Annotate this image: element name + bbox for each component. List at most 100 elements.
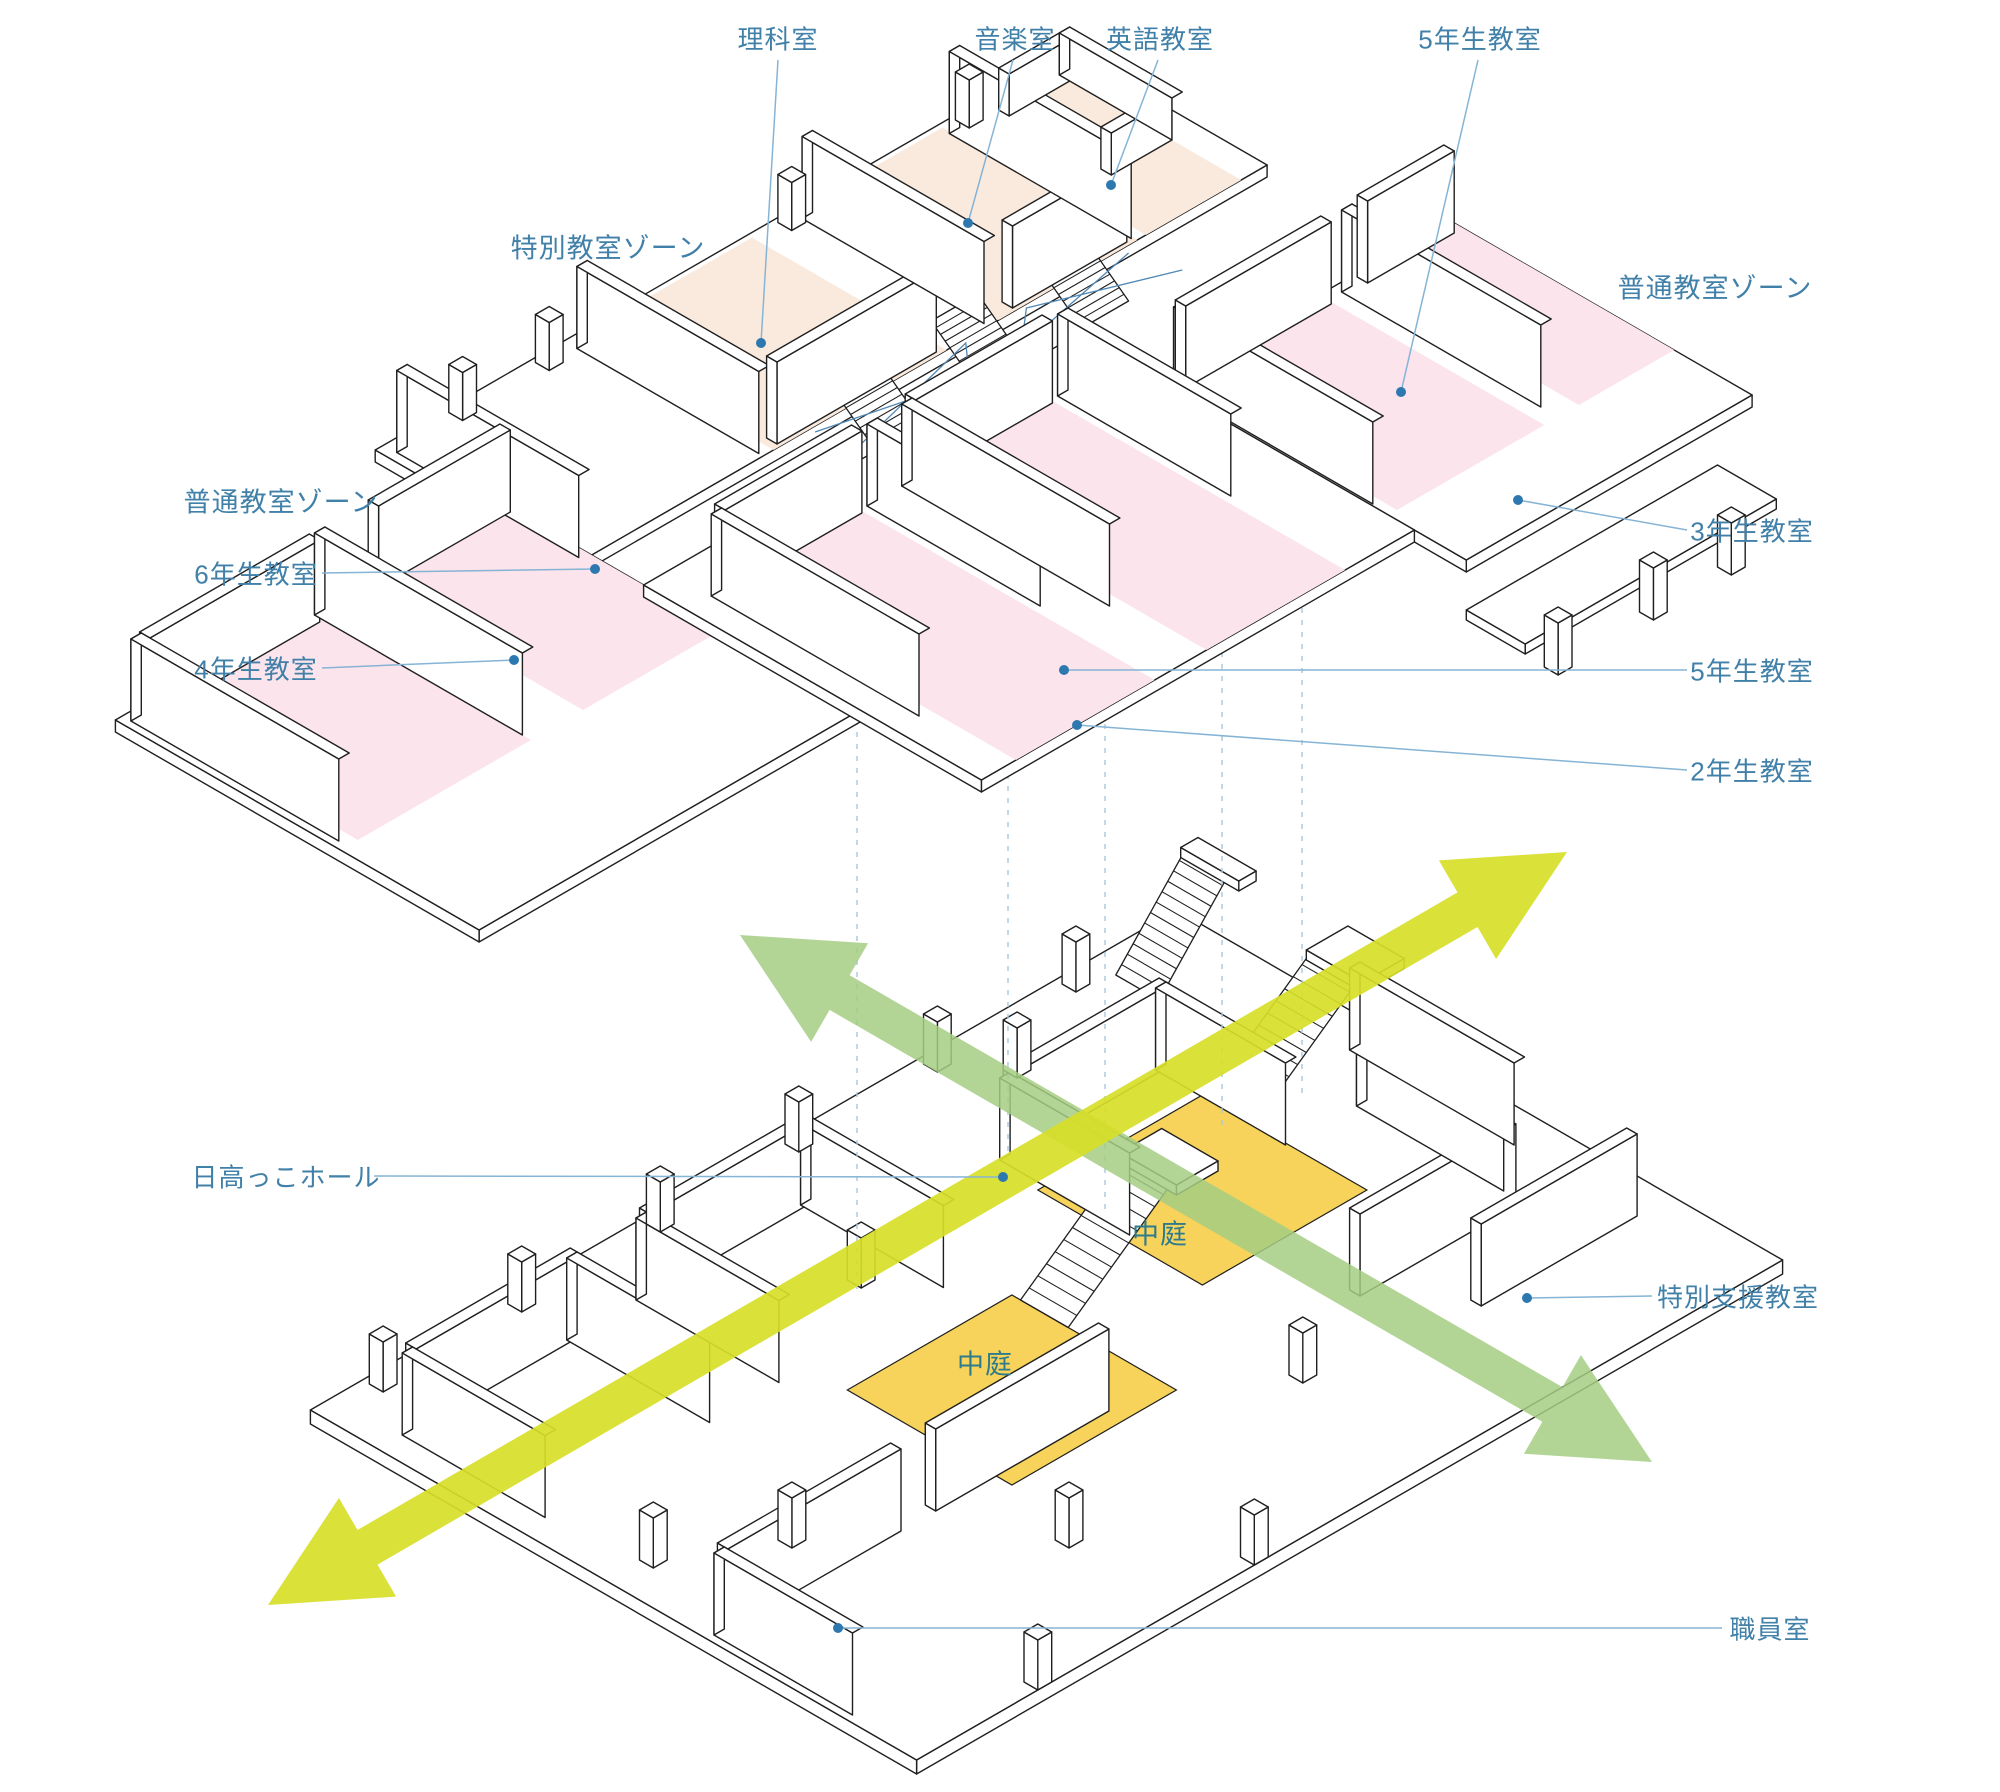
panel-face bbox=[1054, 1489, 1070, 1549]
stair-step-line bbox=[1076, 293, 1125, 322]
panel-face bbox=[1174, 215, 1332, 307]
label-courtyard-2: 中庭 bbox=[957, 1349, 1013, 1380]
label-special-support: 特別支援教室 bbox=[1656, 1282, 1820, 1313]
grade6-floor bbox=[366, 505, 722, 710]
panel-face bbox=[1061, 925, 1091, 943]
stair-step-line bbox=[1072, 1227, 1121, 1256]
panel-face bbox=[801, 129, 996, 243]
stair-step-line bbox=[1037, 1275, 1086, 1304]
panel-face bbox=[901, 397, 913, 487]
stair-step-line bbox=[949, 320, 997, 349]
panel-face bbox=[576, 259, 588, 350]
leader-dot bbox=[1396, 387, 1406, 397]
panel-face bbox=[791, 173, 807, 232]
label-grade2: 2年生教室 bbox=[1690, 756, 1814, 787]
stair-step-line bbox=[1173, 870, 1218, 897]
panel-face bbox=[507, 1245, 537, 1263]
stair-step-line bbox=[1144, 922, 1189, 949]
panel-face bbox=[368, 1325, 398, 1343]
panel-face bbox=[777, 173, 793, 232]
grade4-floor bbox=[141, 615, 532, 840]
stair-step-line bbox=[1028, 1287, 1078, 1316]
panel-face bbox=[448, 355, 478, 374]
label-grade3: 3年生教室 bbox=[1690, 516, 1814, 547]
panel-face bbox=[777, 165, 807, 184]
panel-face bbox=[1002, 1011, 1032, 1029]
panel-face bbox=[1239, 1498, 1269, 1516]
panel-face bbox=[713, 1546, 864, 1634]
panel-face bbox=[954, 71, 970, 129]
panel-face bbox=[367, 423, 511, 507]
panel-face bbox=[777, 1481, 807, 1499]
panel-face bbox=[401, 1346, 414, 1436]
stair-step-line bbox=[1058, 267, 1106, 295]
panel-face bbox=[1470, 1127, 1638, 1225]
panel-face bbox=[1340, 203, 1353, 293]
panel-face bbox=[713, 1546, 725, 1636]
label-grade4: 4年生教室 bbox=[194, 654, 318, 685]
panel-face bbox=[968, 71, 984, 129]
panel-face bbox=[1100, 126, 1112, 176]
label-regular-zone-left: 普通教室ゾーン bbox=[183, 487, 379, 518]
panel-face bbox=[652, 1509, 668, 1569]
flow-arrow-green bbox=[740, 935, 1652, 1462]
leader-dot bbox=[756, 338, 766, 348]
leader-line bbox=[1517, 499, 1688, 531]
panel-face bbox=[1061, 933, 1077, 993]
leader-line bbox=[321, 659, 515, 669]
panel-face bbox=[1068, 1489, 1084, 1549]
leader-dot bbox=[833, 1623, 843, 1633]
panel-face bbox=[566, 1251, 578, 1341]
stair-step-line bbox=[1054, 1251, 1104, 1280]
leader-dot bbox=[963, 218, 973, 228]
panel-face bbox=[645, 1165, 675, 1183]
courtyard-outline bbox=[1036, 1094, 1369, 1286]
panel-face bbox=[635, 1211, 648, 1301]
leader-dot bbox=[1106, 180, 1116, 190]
label-staff-room: 職員室 bbox=[1729, 1614, 1811, 1645]
stair-step-line bbox=[1067, 280, 1115, 309]
stair-step-line bbox=[954, 327, 1002, 355]
label-hidakakko-hall: 日高っこホール bbox=[191, 1162, 381, 1193]
label-regular-zone-right: 普通教室ゾーン bbox=[1617, 273, 1813, 304]
panel-face bbox=[1356, 194, 1369, 284]
panel-face bbox=[130, 632, 142, 722]
leader-dot bbox=[1059, 665, 1069, 675]
panel-face bbox=[924, 1422, 937, 1512]
stair-step-line bbox=[1167, 880, 1212, 907]
leader-dot bbox=[1522, 1293, 1532, 1303]
panel-face bbox=[1543, 606, 1573, 624]
panel-face bbox=[784, 1085, 814, 1103]
flow-arrows-group bbox=[268, 852, 1652, 1605]
leader-dot bbox=[998, 1172, 1008, 1182]
panel-face bbox=[130, 632, 350, 760]
leader-lines-group bbox=[321, 59, 1722, 1633]
label-special-classroom-zone: 特別教室ゾーン bbox=[510, 233, 706, 264]
panel-face bbox=[765, 355, 778, 445]
stair-step-line bbox=[1127, 953, 1171, 980]
panel-face bbox=[1154, 981, 1167, 1071]
label-english-room: 英語教室 bbox=[1105, 24, 1215, 55]
stair-step-line bbox=[1132, 943, 1177, 970]
panel-face bbox=[1253, 1506, 1269, 1566]
panel-face bbox=[1543, 614, 1559, 676]
panel-face bbox=[1239, 1506, 1255, 1566]
leader-line bbox=[1526, 1295, 1653, 1299]
stair-step-line bbox=[1179, 859, 1223, 886]
leader-line bbox=[373, 1175, 1004, 1178]
leader-dot bbox=[590, 564, 600, 574]
panel-face bbox=[534, 305, 564, 324]
stair-step-line bbox=[1046, 1263, 1095, 1292]
panel-face bbox=[638, 1501, 668, 1519]
label-grade5-top: 5年生教室 bbox=[1418, 24, 1542, 55]
leader-dot bbox=[1072, 720, 1082, 730]
panel-face bbox=[1470, 1217, 1482, 1307]
panel-face bbox=[659, 1173, 675, 1233]
stair-step-line bbox=[845, 380, 893, 409]
panel-face bbox=[791, 1489, 807, 1549]
panel-face bbox=[924, 1322, 1110, 1430]
flow-arrow-chartreuse bbox=[268, 852, 1567, 1605]
stair-step-line bbox=[1150, 912, 1194, 938]
panel-face bbox=[461, 363, 478, 422]
floor-slab-top bbox=[1180, 836, 1257, 882]
